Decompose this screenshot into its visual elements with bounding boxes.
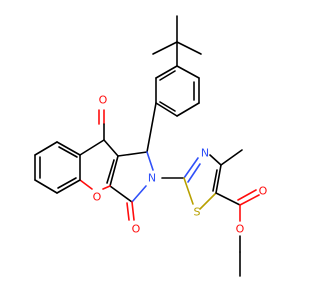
- bond: [103, 139, 119, 157]
- bond: [215, 192, 241, 206]
- atom-label-nitrogen: N: [148, 172, 156, 185]
- atom-label-oxygen: O: [99, 94, 108, 107]
- atom-label-oxygen: O: [236, 223, 245, 236]
- bond: [146, 102, 157, 153]
- thiazole-ring: [183, 154, 222, 210]
- atom-label-oxygen: O: [259, 185, 268, 198]
- atom-label-nitrogen: N: [201, 147, 209, 160]
- phenyl-ring: [155, 65, 200, 117]
- pyrrolone-ring: [106, 151, 154, 203]
- pyran-ring: [79, 139, 111, 190]
- bond: [176, 41, 202, 55]
- atom-label-oxygen: O: [93, 191, 102, 204]
- bond: [239, 194, 260, 206]
- bond: [220, 149, 243, 166]
- bond: [152, 41, 178, 55]
- bond: [237, 189, 257, 201]
- bond: [131, 201, 135, 221]
- bond: [126, 202, 130, 221]
- molecule-diagram: O O O N N S O O: [34, 15, 268, 277]
- benzo-ring: [34, 141, 81, 194]
- structure-drawing: O O O N N S O O: [34, 15, 268, 277]
- atom-label-sulfur: S: [194, 206, 201, 219]
- atom-label-oxygen: O: [132, 223, 141, 236]
